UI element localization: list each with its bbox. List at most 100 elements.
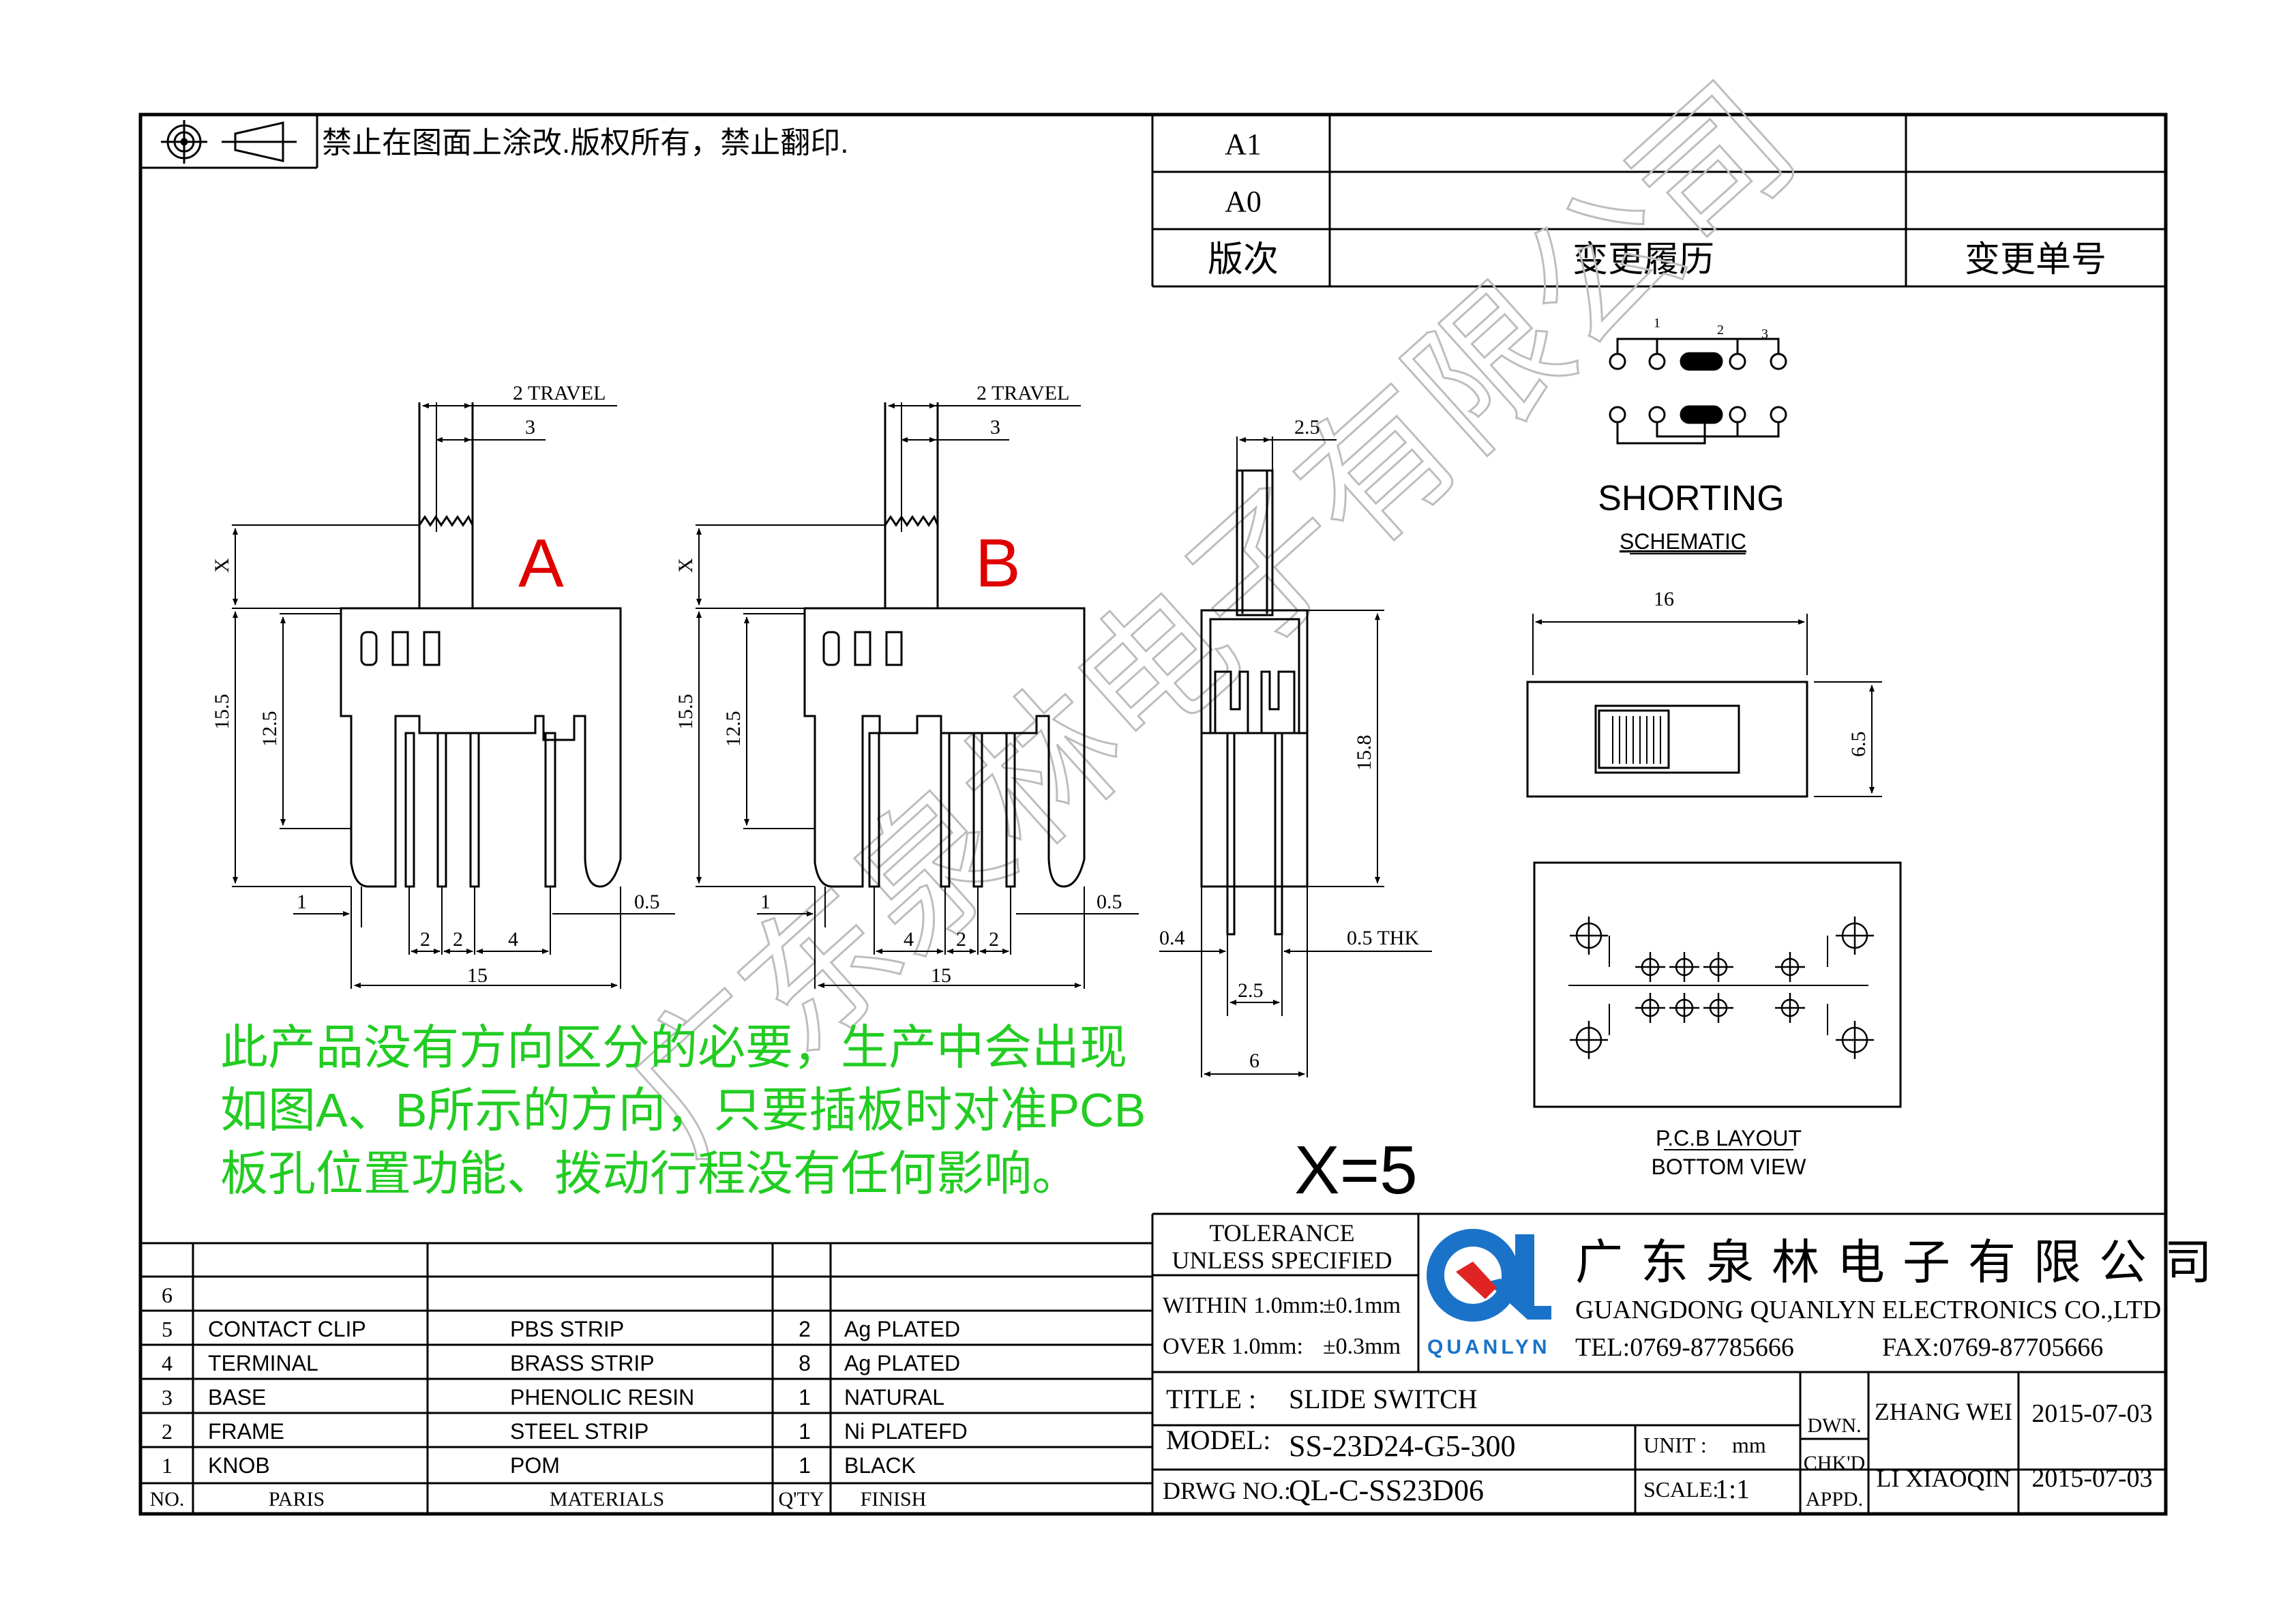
- dim-3-b: 3: [990, 416, 1000, 438]
- bom-cell-no: 3: [162, 1385, 173, 1410]
- revision-header-change-no: 变更单号: [1965, 240, 2106, 280]
- dim-3-a: 3: [525, 416, 535, 438]
- pcb-subtitle: BOTTOM VIEW: [1652, 1155, 1807, 1179]
- front-view-a: [232, 402, 675, 989]
- tolerance-over-value: ±0.3mm: [1323, 1334, 1401, 1359]
- bom-cell-material: BRASS STRIP: [510, 1351, 655, 1375]
- bom-cell-part: BASE: [208, 1385, 266, 1410]
- bom-header-part: PARIS: [269, 1488, 325, 1510]
- company-logo-icon: [1427, 1229, 1551, 1322]
- bom-cell-no: 5: [162, 1317, 173, 1341]
- company-logo-name: QUANLYN: [1427, 1336, 1551, 1358]
- bom-cell-qty: 8: [799, 1351, 811, 1375]
- bom-cell-part: FRAME: [208, 1419, 284, 1444]
- shorting-schematic: [1609, 338, 1787, 445]
- dim-155-a: 15.5: [211, 694, 233, 730]
- schematic-title: SHORTING: [1598, 479, 1785, 518]
- tolerance-line-1: TOLERANCE: [1209, 1219, 1354, 1247]
- note-line-1: 此产品没有方向区分的必要，生产中会出现: [220, 1021, 1127, 1074]
- bom-cell-material: PBS STRIP: [510, 1317, 624, 1341]
- company-name-cn: 广东泉林电子有限公司: [1575, 1236, 2230, 1289]
- bom-cell-no: 1: [162, 1453, 173, 1478]
- view-b-label: B: [975, 525, 1021, 601]
- dwn-date: 2015-07-03: [2031, 1399, 2152, 1428]
- appd-label: APPD.: [1806, 1488, 1863, 1510]
- scale-label: SCALE:: [1643, 1477, 1718, 1502]
- header-block: [140, 115, 2166, 288]
- tolerance-within: WITHIN 1.0mm:: [1163, 1293, 1325, 1318]
- revision-a1: A1: [1225, 128, 1262, 161]
- company-fax: FAX:0769-87705666: [1882, 1333, 2103, 1362]
- dim-155-b: 15.5: [674, 694, 697, 730]
- dim-2a-b: 2: [956, 928, 966, 951]
- unit-label: UNIT :: [1643, 1433, 1707, 1457]
- dwn-name: ZHANG WEI: [1875, 1398, 2012, 1425]
- bom-cell-part: TERMINAL: [208, 1351, 318, 1375]
- dim-15-a: 15: [467, 964, 488, 987]
- dim-2b-b: 2: [989, 928, 999, 951]
- pcb-holes: [1570, 917, 1874, 1059]
- dim-05-b: 0.5: [1097, 891, 1122, 913]
- bom-table: [140, 1214, 1154, 1514]
- dim-travel-b: 2 TRAVEL: [976, 382, 1069, 404]
- x-value: X=5: [1294, 1132, 1418, 1208]
- pcb-title: P.C.B LAYOUT: [1656, 1126, 1802, 1150]
- dim-4-a: 4: [508, 928, 518, 951]
- bom-cell-finish: NATURAL: [844, 1385, 944, 1410]
- top-view: [1526, 614, 1882, 798]
- tolerance-over: OVER 1.0mm:: [1163, 1334, 1303, 1359]
- schematic-subtitle: SCHEMATIC: [1620, 529, 1746, 554]
- copyright-note: 禁止在图面上涂改.版权所有，禁止翻印.: [322, 126, 848, 160]
- view-a-label: A: [518, 525, 564, 601]
- revision-header-history: 变更履历: [1572, 240, 1714, 280]
- tolerance-within-value: ±0.1mm: [1323, 1293, 1401, 1318]
- bom-cell-finish: Ni PLATEFD: [844, 1419, 968, 1444]
- bom-cell-qty: 1: [799, 1385, 811, 1410]
- dim-125-b: 12.5: [722, 711, 745, 747]
- model-label: MODEL:: [1166, 1425, 1270, 1455]
- chk-name: LI XIAOQIN: [1877, 1465, 2011, 1492]
- bom-cell-no: 6: [162, 1283, 173, 1307]
- bom-header-qty: Q'TY: [778, 1488, 824, 1510]
- dim-1-b: 1: [760, 891, 771, 913]
- dim-6-side: 6: [1249, 1049, 1259, 1072]
- bom-cell-no: 4: [162, 1351, 173, 1375]
- dim-25-side-bot: 2.5: [1238, 979, 1264, 1002]
- bom-cell-finish: Ag PLATED: [844, 1351, 960, 1375]
- company-name-en: GUANGDONG QUANLYN ELECTRONICS CO.,LTD: [1575, 1296, 2161, 1324]
- bom-cell-part: CONTACT CLIP: [208, 1317, 366, 1341]
- dim-25-side-top: 2.5: [1294, 416, 1320, 438]
- dim-158-side: 15.8: [1353, 735, 1375, 771]
- projection-symbol-icon: [161, 120, 297, 164]
- dim-travel-a: 2 TRAVEL: [513, 382, 606, 404]
- revision-header-rev: 版次: [1208, 240, 1279, 280]
- schematic-pin-3: 3: [1761, 327, 1768, 342]
- chk-date: 2015-07-03: [2031, 1464, 2152, 1493]
- scale-value: 1:1: [1715, 1474, 1750, 1504]
- bom-cell-qty: 1: [799, 1419, 811, 1444]
- dim-1-a: 1: [297, 891, 307, 913]
- bom-cell-material: POM: [510, 1453, 560, 1478]
- title-value: SLIDE SWITCH: [1289, 1384, 1478, 1414]
- model-value: SS-23D24-G5-300: [1289, 1429, 1515, 1463]
- front-view-b: [696, 402, 1139, 989]
- dim-x-b: X: [674, 558, 697, 573]
- drwg-value: QL-C-SS23D06: [1289, 1474, 1484, 1507]
- schematic-pin-1: 1: [1654, 316, 1660, 331]
- dim-4-b: 4: [904, 928, 914, 951]
- bom-cell-finish: BLACK: [844, 1453, 916, 1478]
- bom-cell-qty: 1: [799, 1453, 811, 1478]
- dim-05thk-side: 0.5 THK: [1347, 927, 1419, 949]
- dim-15-b: 15: [931, 964, 951, 987]
- note-line-3: 板孔位置功能、拨动行程没有任何影响。: [220, 1147, 1079, 1200]
- tolerance-line-2: UNLESS SPECIFIED: [1172, 1247, 1392, 1274]
- bom-header-no: NO.: [150, 1488, 185, 1510]
- schematic-pin-2: 2: [1717, 323, 1724, 338]
- dim-16-top: 16: [1654, 588, 1674, 610]
- bom-header-finish: FINISH: [861, 1488, 927, 1510]
- drwg-label: DRWG NO.:: [1163, 1477, 1291, 1504]
- pcb-layout: [1533, 861, 1902, 1108]
- dim-2b-a: 2: [453, 928, 463, 951]
